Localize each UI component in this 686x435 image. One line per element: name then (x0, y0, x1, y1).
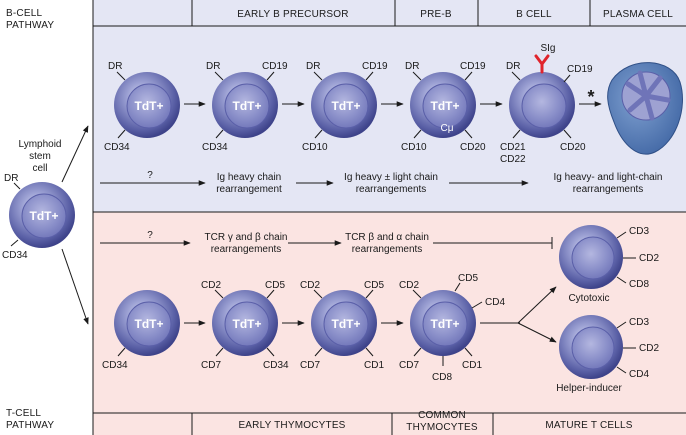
stem-tdt-label: TdT+ (30, 209, 59, 223)
b4-cmu-label: Cμ (441, 123, 454, 134)
b-cell-4: TdT+ Cμ (410, 72, 476, 138)
t-cell-4-tdt: TdT+ (431, 317, 460, 331)
helper-inducer-label: Helper-inducer (556, 383, 622, 394)
stem-marker-cd34: CD34 (2, 250, 28, 261)
t3-marker-cd1: CD1 (364, 360, 384, 371)
t4-marker-cd1: CD1 (462, 360, 482, 371)
b-rearr-question: ? (147, 170, 153, 181)
t3-marker-cd2: CD2 (300, 280, 320, 291)
b5-marker-dr: DR (506, 61, 520, 72)
header-mature-t-cells: MATURE T CELLS (545, 420, 632, 431)
t2-marker-cd34: CD34 (263, 360, 289, 371)
b-rearr-2-line2: rearrangements (356, 184, 427, 195)
t2-marker-cd2: CD2 (201, 280, 221, 291)
b-cell-pathway-line1: B-CELL (6, 8, 42, 19)
header-early-b-precursor: EARLY B PRECURSOR (237, 9, 348, 20)
t4-marker-cd4: CD4 (485, 297, 505, 308)
t4-marker-cd2: CD2 (399, 280, 419, 291)
t-cell-2: TdT+ (212, 290, 278, 356)
t-rearr-1-line1: TCR γ and β chain (204, 232, 287, 243)
t-cell-1-tdt: TdT+ (135, 317, 164, 331)
b5-marker-cd20: CD20 (560, 142, 586, 153)
b5-marker-cd19: CD19 (567, 64, 593, 75)
sig-antibody-icon (534, 54, 550, 74)
b-cell-3-tdt: TdT+ (332, 99, 361, 113)
b-rearr-1-line2: rearrangement (216, 184, 282, 195)
t-cell-pathway-line1: T-CELL (6, 408, 41, 419)
header-common-line1: COMMON (418, 410, 466, 421)
b4-marker-cd10: CD10 (401, 142, 427, 153)
header-plasma-cell: PLASMA CELL (603, 9, 673, 20)
b-rearr-1-line1: Ig heavy chain (217, 172, 282, 183)
b3-marker-dr: DR (306, 61, 320, 72)
stem-label-line1: Lymphoid (19, 139, 62, 150)
plasma-cell (607, 62, 683, 155)
stem-label-line2: stem (29, 151, 51, 162)
t3-marker-cd5: CD5 (364, 280, 384, 291)
b-cell-band (93, 0, 686, 212)
b-rearr-3-line2: rearrangements (573, 184, 644, 195)
b-rearr-3-line1: Ig heavy- and light-chain (554, 172, 663, 183)
b-cell-1: TdT+ (114, 72, 180, 138)
helper-marker-cd2: CD2 (639, 343, 659, 354)
t4-marker-cd5: CD5 (458, 273, 478, 284)
helper-inducer-cell (559, 315, 623, 379)
t-cell-1: TdT+ (114, 290, 180, 356)
t-rearr-2-line1: TCR β and α chain (345, 232, 429, 243)
cyto-marker-cd3: CD3 (629, 226, 649, 237)
b5-marker-cd22: CD22 (500, 154, 526, 165)
stem-label-line3: cell (32, 163, 47, 174)
t-rearr-2-line2: rearrangements (352, 244, 423, 255)
t4-marker-cd7: CD7 (399, 360, 419, 371)
t3-marker-cd7: CD7 (300, 360, 320, 371)
cyto-marker-cd8: CD8 (629, 279, 649, 290)
b-cell-1-tdt: TdT+ (135, 99, 164, 113)
header-pre-b: PRE-B (420, 9, 452, 20)
header-common-line2: THYMOCYTES (406, 422, 478, 433)
b1-marker-dr: DR (108, 61, 122, 72)
cyto-marker-cd2: CD2 (639, 253, 659, 264)
b5-marker-cd21: CD21 (500, 142, 526, 153)
plasma-asterisk: * (587, 87, 594, 107)
t-cell-2-tdt: TdT+ (233, 317, 262, 331)
t-rearr-1-line2: rearrangements (211, 244, 282, 255)
helper-marker-cd4: CD4 (629, 369, 649, 380)
header-b-cell: B CELL (516, 9, 552, 20)
b3-marker-cd10: CD10 (302, 142, 328, 153)
t-cell-pathway-line2: PATHWAY (6, 420, 54, 431)
helper-marker-cd3: CD3 (629, 317, 649, 328)
b-cell-5 (509, 72, 575, 138)
b-cell-2: TdT+ (212, 72, 278, 138)
stem-marker-dr: DR (4, 173, 18, 184)
t-cell-3: TdT+ (311, 290, 377, 356)
b-cell-3: TdT+ (311, 72, 377, 138)
t-cell-4: TdT+ (410, 290, 476, 356)
b2-marker-dr: DR (206, 61, 220, 72)
cytotoxic-label: Cytotoxic (568, 293, 609, 304)
cytotoxic-cell (559, 225, 623, 289)
b4-marker-cd19: CD19 (460, 61, 486, 72)
t2-marker-cd7: CD7 (201, 360, 221, 371)
b3-marker-cd19: CD19 (362, 61, 388, 72)
b-cell-pathway-line2: PATHWAY (6, 20, 54, 31)
b4-marker-cd20: CD20 (460, 142, 486, 153)
b1-marker-cd34: CD34 (104, 142, 130, 153)
t-rearr-question: ? (147, 230, 153, 241)
b2-marker-cd34: CD34 (202, 142, 228, 153)
stem-cell: TdT+ (9, 182, 75, 248)
b-cell-2-tdt: TdT+ (233, 99, 262, 113)
header-early-thymocytes: EARLY THYMOCYTES (238, 420, 345, 431)
b2-marker-cd19: CD19 (262, 61, 288, 72)
t1-marker-cd34: CD34 (102, 360, 128, 371)
b-rearr-2-line1: Ig heavy ± light chain (344, 172, 438, 183)
t2-marker-cd5: CD5 (265, 280, 285, 291)
t-cell-3-tdt: TdT+ (332, 317, 361, 331)
b-cell-4-tdt: TdT+ (431, 99, 460, 113)
b5-sig-label: SIg (540, 43, 555, 54)
t4-marker-cd8: CD8 (432, 372, 452, 383)
b4-marker-dr: DR (405, 61, 419, 72)
